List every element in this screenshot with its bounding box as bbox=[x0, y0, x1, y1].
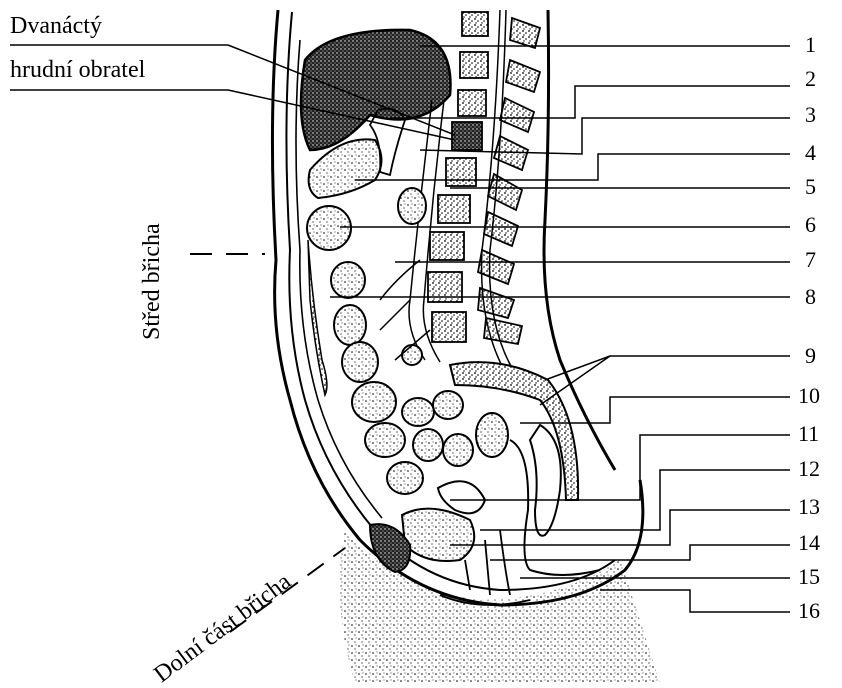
mid-abdomen-label: Střed břicha bbox=[140, 223, 164, 340]
mesentery bbox=[380, 260, 430, 360]
callout-number-7: 7 bbox=[805, 249, 816, 271]
callout-number-6: 6 bbox=[805, 214, 816, 236]
callout-number-11: 11 bbox=[798, 423, 819, 445]
callout-number-15: 15 bbox=[798, 566, 820, 588]
leader-lines bbox=[330, 46, 790, 612]
aorta bbox=[409, 100, 432, 360]
bladder bbox=[438, 481, 485, 513]
callout-number-9: 9 bbox=[805, 345, 816, 367]
uterus bbox=[510, 440, 600, 575]
callout-number-4: 4 bbox=[805, 142, 816, 164]
rectum bbox=[530, 425, 561, 536]
vertebra-label-line2: hrudní obratel bbox=[10, 58, 145, 82]
callout-number-1: 1 bbox=[805, 34, 816, 56]
callout-number-2: 2 bbox=[805, 68, 816, 90]
callout-number-10: 10 bbox=[798, 385, 820, 407]
callout-number-5: 5 bbox=[805, 176, 816, 198]
callout-number-8: 8 bbox=[805, 286, 816, 308]
callout-number-3: 3 bbox=[805, 104, 816, 126]
callout-number-16: 16 bbox=[798, 600, 820, 622]
callout-number-14: 14 bbox=[798, 532, 820, 554]
vertebra-label-line1: Dvanáctý bbox=[10, 14, 102, 38]
callout-number-13: 13 bbox=[798, 496, 820, 518]
sacrum bbox=[450, 362, 578, 500]
duodenum bbox=[398, 188, 426, 224]
callout-number-12: 12 bbox=[798, 458, 820, 480]
transverse-colon bbox=[307, 206, 351, 250]
bladder-body bbox=[402, 509, 474, 561]
